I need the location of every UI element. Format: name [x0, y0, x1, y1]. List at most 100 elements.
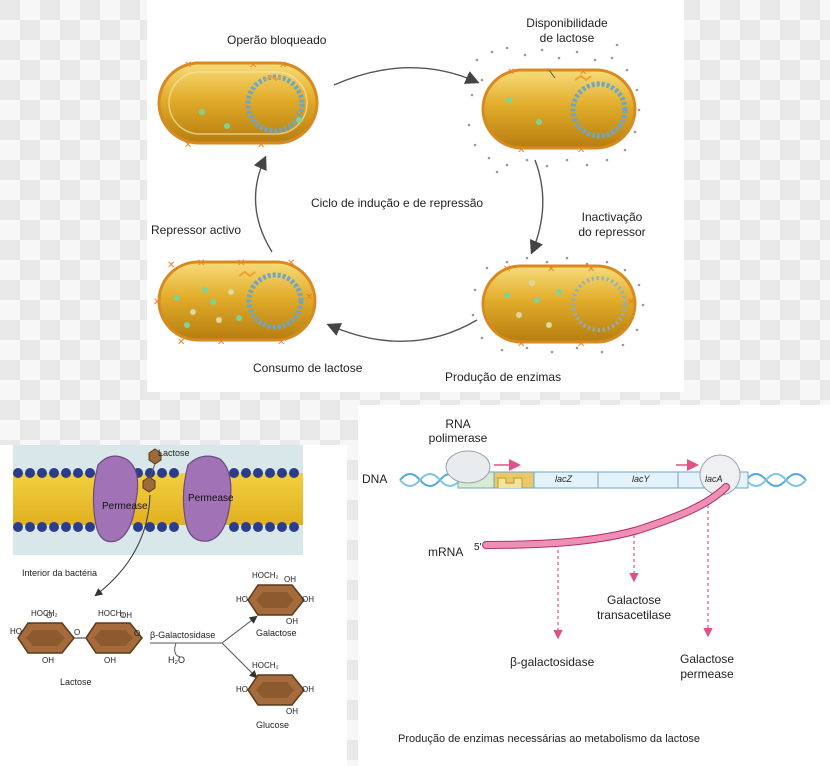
rna-polymerase [445, 450, 491, 484]
cycle-diagram: ✕ ✕ ✕ ✕ ✕ ✕ ✕ [153, 43, 645, 354]
transport-arrow [94, 494, 151, 597]
rna-polymerase-label-line1: RNA [445, 417, 471, 431]
svg-text:✕: ✕ [184, 60, 192, 71]
lactose-oh-right: OH [104, 656, 116, 665]
permease-right-label: Permease [188, 493, 234, 504]
five-prime-label: 5' [474, 542, 482, 553]
galactosidase-label: β-galactosidase [510, 655, 595, 669]
cycle-arrow-right [529, 159, 544, 255]
glucose-ho: HO [236, 685, 248, 694]
reaction-arrow-glucose [221, 642, 258, 679]
galactose-oh-top: OH [284, 575, 296, 584]
galactose-name: Galactose [256, 628, 297, 638]
lactose-disaccharide [17, 622, 143, 654]
svg-text:✕: ✕ [279, 60, 287, 71]
lactose-hoch2-right: HOCH₂ [98, 609, 125, 618]
mrna-label: mRNA [428, 545, 464, 559]
cycle-arrow-top [333, 67, 480, 86]
svg-text:✕: ✕ [579, 67, 587, 78]
interior-label: Interior da bactéria [22, 568, 98, 578]
permease-label: Galactose permease [662, 652, 752, 682]
svg-text:✕: ✕ [517, 339, 525, 350]
lactose-hoch2-left: HOCH₂ [31, 609, 58, 618]
svg-text:✕: ✕ [197, 258, 205, 269]
svg-text:✕: ✕ [287, 258, 295, 269]
permease-left [92, 455, 139, 543]
svg-text:✕: ✕ [277, 337, 285, 348]
lactose-tag-label: Lactose [158, 448, 190, 458]
svg-text:✕: ✕ [305, 292, 313, 303]
transacetylase-label-line1: Galactose [606, 593, 662, 607]
rna-polymerase-label: RNA polimerase [428, 417, 488, 445]
glucose-oh-bottom: OH [286, 707, 298, 716]
label-repressor-inactivation: Inactivação do repressor [562, 210, 662, 240]
label-cycle-center: Ciclo de indução e de repressão [310, 196, 484, 210]
gene-lacz: lacZ [555, 474, 573, 484]
cell-lactose-available: ✕ ✕ ✕ ✕ [467, 43, 641, 174]
membrane-panel: Permease Permease Lactose Interior da ba… [0, 445, 347, 766]
cell-enzyme-production: ✕ ✕ ✕ ✕ ✕ ✕ [471, 256, 645, 354]
lactose-o-bridge: O [74, 628, 81, 637]
label-active-repressor: Repressor activo [151, 223, 242, 237]
svg-text:✕: ✕ [217, 337, 225, 348]
galactose-oh-bottom: OH [286, 617, 298, 626]
svg-text:✕: ✕ [237, 258, 245, 269]
operon-diagram [399, 450, 807, 640]
membrane-diagram [13, 445, 305, 706]
permease-label-line2: permease [680, 667, 734, 681]
gene-laca: lacA [705, 474, 723, 484]
lactose-oh-top: OH [120, 611, 132, 620]
operon-panel: RNA polimerase DNA lacZ lacY lacA mRNA 5… [358, 405, 830, 766]
svg-text:✕: ✕ [503, 264, 511, 275]
transacetylase-label: Galactose transacetilase [584, 593, 684, 623]
lactose-dots-2 [471, 256, 645, 354]
cycle-arrow-bottom [326, 319, 478, 343]
rna-polymerase-label-line2: polimerase [428, 431, 488, 445]
svg-text:✕: ✕ [184, 140, 192, 151]
dna-helix-right-b [745, 473, 807, 487]
cell-lactose-consumption: ✕ ✕ ✕ ✕ ✕ ✕ ✕ ✕ ✕ [153, 258, 317, 348]
svg-text:✕: ✕ [167, 260, 175, 271]
svg-text:✕: ✕ [257, 140, 265, 151]
lactose-ho-left: HO [10, 627, 22, 636]
label-lactose-availability: Disponibilidade de lactose [507, 16, 627, 46]
operon-caption: Produção de enzimas necessárias ao metab… [398, 733, 701, 745]
galactose-molecule [247, 584, 305, 616]
water-label: H₂O [168, 655, 185, 665]
permease-label-line1: Galactose [679, 652, 735, 666]
lactose-o-left: O [46, 611, 53, 620]
glucose-oh-right: OH [302, 685, 314, 694]
svg-text:✕: ✕ [177, 337, 185, 348]
galactose-oh-right: OH [302, 595, 314, 604]
glucose-molecule [247, 674, 305, 706]
lipid-heads-bottom [13, 522, 299, 532]
cycle-arrow-left [253, 155, 273, 253]
galactose-hoch2: HOCH₂ [252, 571, 279, 580]
svg-text:✕: ✕ [577, 145, 585, 156]
lactose-dots-1 [467, 43, 641, 174]
dna-helix-right-a [745, 473, 807, 487]
reaction-arrow-galactose [221, 615, 258, 644]
label-lactose-availability-line1: Disponibilidade [526, 16, 608, 30]
svg-text:✕: ✕ [517, 145, 525, 156]
cycle-panel: ✕ ✕ ✕ ✕ ✕ ✕ ✕ [147, 0, 684, 392]
lactose-molecule-top [148, 448, 162, 465]
enzyme-label: β-Galactosidase [150, 630, 216, 640]
svg-text:✕: ✕ [627, 297, 635, 308]
label-enzyme-production: Produção de enzimas [445, 370, 562, 384]
galactose-ho: HO [236, 595, 248, 604]
cell-operon-blocked: ✕ ✕ ✕ ✕ ✕ [157, 60, 319, 151]
transacetylase-label-line2: transacetilase [596, 608, 672, 622]
svg-text:✕: ✕ [249, 60, 257, 71]
label-lactose-availability-line2: de lactose [539, 31, 595, 45]
label-repressor-inactivation-line2: do repressor [578, 225, 646, 239]
label-repressor-inactivation-line1: Inactivação [581, 210, 643, 224]
permease-left-label: Permease [102, 501, 148, 512]
label-operon-blocked: Operão bloqueado [227, 33, 327, 47]
svg-text:✕: ✕ [547, 264, 555, 275]
dna-helix-left-b [399, 473, 461, 487]
svg-text:✕: ✕ [587, 264, 595, 275]
svg-text:✕: ✕ [577, 339, 585, 350]
lactose-molecule-mid [142, 476, 156, 493]
lactose-name: Lactose [60, 677, 92, 687]
